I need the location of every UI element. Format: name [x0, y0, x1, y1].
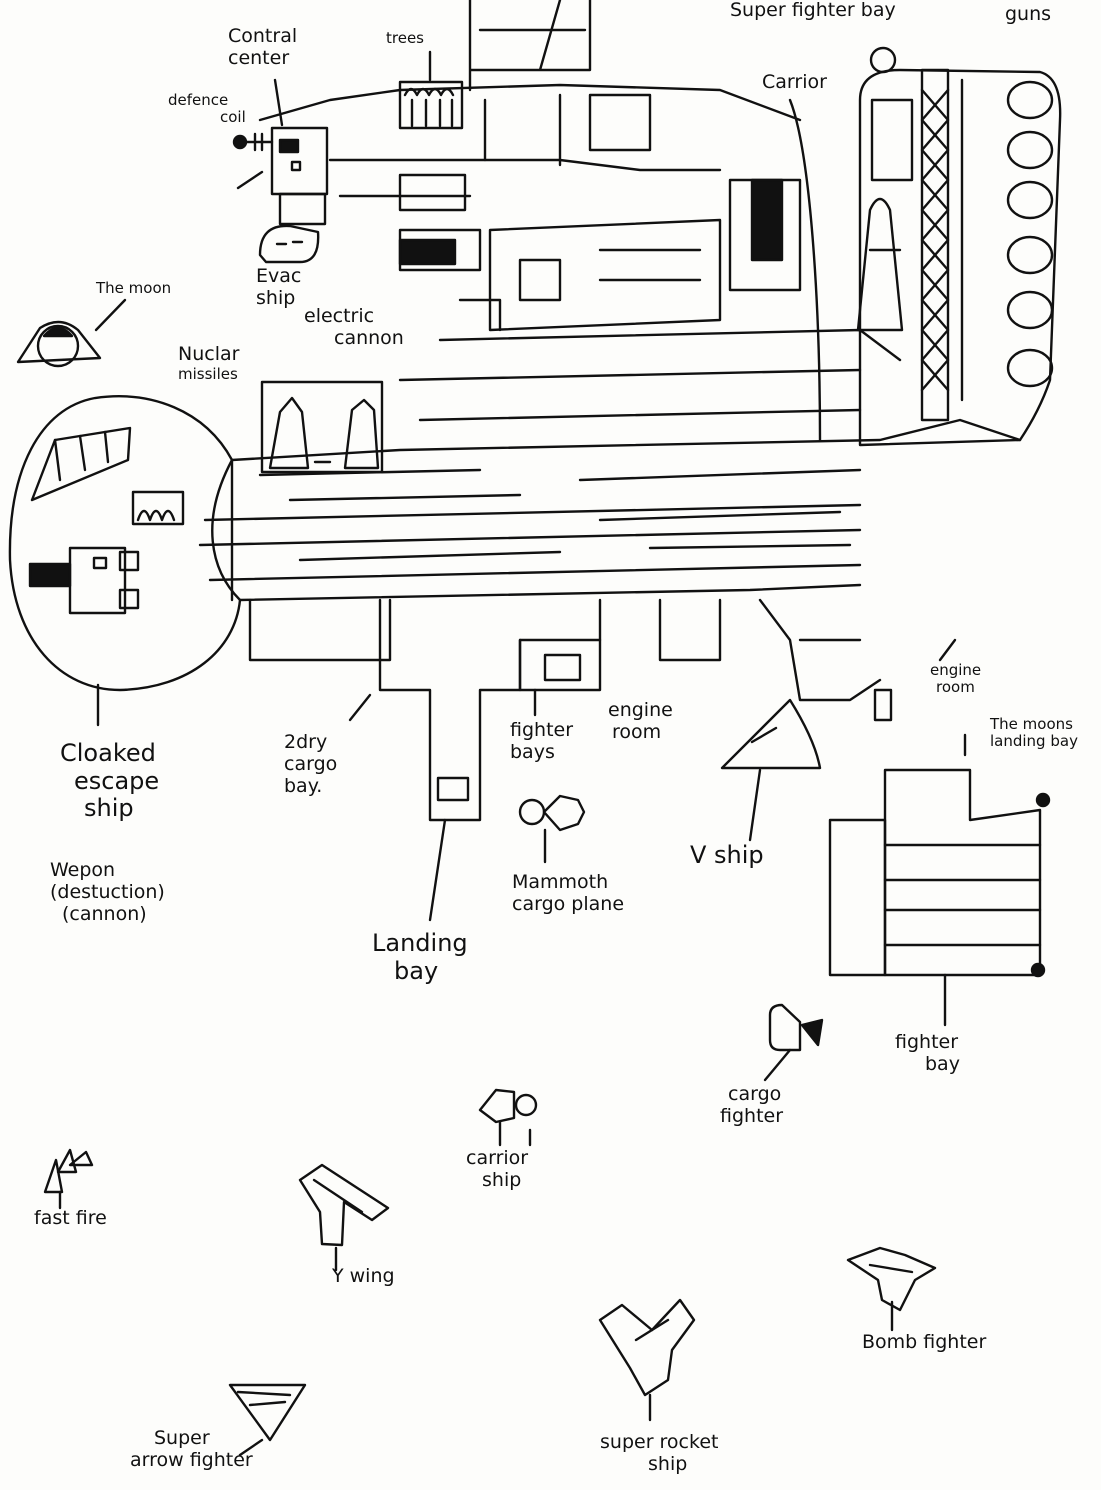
mammoth-cargo-plane [518, 794, 586, 864]
carrier-tower [856, 46, 1062, 447]
label-v-ship: V ship [690, 841, 764, 869]
label-bomb-fighter: Bomb fighter [862, 1331, 987, 1353]
v-ship [720, 698, 822, 770]
evac-ship [258, 224, 320, 264]
bomb-fighter-ship [846, 1246, 937, 1332]
label-guns: guns [1005, 3, 1052, 25]
main-station-corridors [198, 0, 1022, 602]
label-fast-fire: fast fire [34, 1207, 107, 1229]
label-leader-lines [96, 50, 957, 1147]
moon-icon [16, 298, 127, 368]
control-center [232, 132, 302, 190]
super-arrow-fighter [228, 1383, 307, 1457]
label-trees: trees [386, 29, 424, 47]
cloaked-escape-ship-dome [8, 395, 242, 692]
fast-fire-ship [43, 1148, 94, 1210]
super-rocket-ship [598, 1298, 696, 1422]
label-weapon: Wepon(destuction)(cannon) [50, 859, 165, 925]
cargo-fighter [763, 1003, 824, 1082]
label-y-wing: Y wing [332, 1265, 395, 1287]
moons-landing-bay [828, 733, 1051, 978]
nuclear-missiles-room [260, 380, 384, 474]
carrior-ship [478, 1088, 538, 1147]
label-the-moon: The moon [96, 279, 172, 297]
label-carrior: Carrior [762, 71, 827, 93]
y-wing-ship [298, 1163, 390, 1272]
label-super-fighter-bay: Super fighter bay [730, 0, 896, 21]
trees-planter [398, 80, 464, 130]
lower-bays [248, 598, 893, 822]
